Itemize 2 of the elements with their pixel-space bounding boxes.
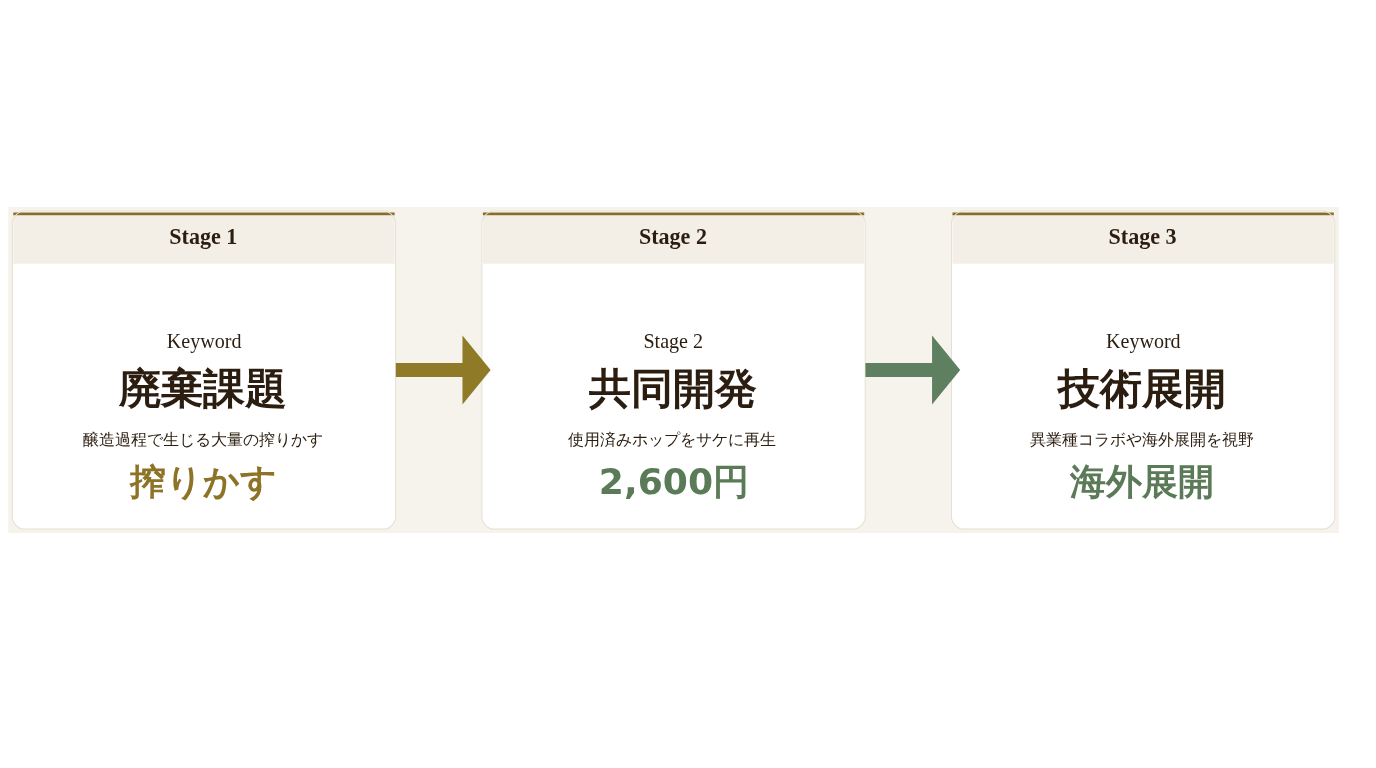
arrow [395,335,491,404]
arrow [865,335,961,404]
